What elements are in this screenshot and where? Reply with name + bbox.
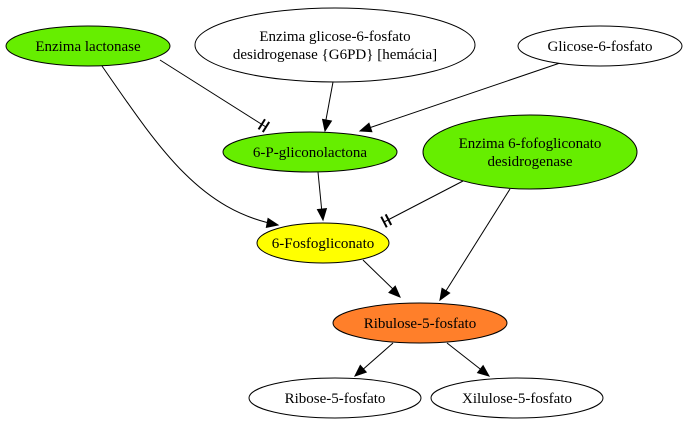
edge-enzima6pgd-to-fosfogliconato	[380, 180, 464, 228]
node-label: desidrogenase	[488, 154, 573, 170]
inhibition-bar	[257, 118, 266, 130]
edge-ribulose-to-ribose	[354, 342, 394, 377]
node-label: 6-Fosfogliconato	[272, 236, 375, 252]
node-ribose: Ribose-5-fosfato	[248, 377, 422, 419]
node-ellipse	[194, 7, 476, 83]
node-glicose6f: Glicose-6-fosfato	[517, 25, 683, 67]
nodes-layer: Enzima lactonase Enzima glicose-6-fosfato…	[5, 7, 683, 419]
edge-lactonase-to-fosfogliconato	[101, 65, 280, 228]
edge-line	[317, 171, 323, 214]
edges-layer	[101, 59, 561, 377]
inhibition-bar	[261, 121, 271, 133]
edge-line	[365, 62, 561, 130]
node-lactonase: Enzima lactonase	[5, 25, 171, 67]
arrowhead	[321, 118, 333, 133]
arrowhead	[316, 208, 328, 222]
node-gliconolactona: 6-P-gliconolactona	[222, 131, 398, 173]
edge-lactonase-to-gliconolactona	[159, 59, 271, 133]
edge-line	[383, 180, 464, 223]
node-ellipse	[248, 377, 422, 419]
arrowhead	[354, 364, 368, 377]
arrowhead	[388, 285, 401, 298]
node-ellipse	[332, 302, 508, 344]
node-ellipse	[222, 131, 398, 173]
edge-line	[324, 81, 334, 126]
arrowhead	[476, 364, 491, 377]
edge-line	[362, 259, 397, 293]
node-enzima6pgd: Enzima 6-fofogliconato desidrogenase	[422, 114, 638, 190]
node-ellipse	[5, 25, 171, 67]
edge-gliconolactona-to-fosfogliconato	[316, 171, 328, 222]
edge-glicose6f-to-gliconolactona	[358, 62, 561, 133]
node-label: desidrogenase {G6PD} [hemácia]	[233, 47, 437, 63]
node-ellipse	[430, 377, 604, 419]
edge-line	[446, 342, 485, 373]
edge-line	[359, 342, 394, 373]
node-ellipse	[256, 222, 390, 264]
edge-line	[443, 188, 511, 295]
edge-g6pd-to-gliconolactona	[321, 81, 334, 133]
edge-enzima6pgd-to-ribulose	[439, 188, 511, 302]
node-label: Ribulose-5-fosfato	[364, 316, 476, 332]
node-label: 6-P-gliconolactona	[253, 145, 367, 161]
arrowhead	[358, 122, 373, 133]
node-ribulose: Ribulose-5-fosfato	[332, 302, 508, 344]
node-xilulose: Xilulose-5-fosfato	[430, 377, 604, 419]
node-label: Enzima glicose-6-fosfato	[259, 29, 410, 45]
node-label: Enzima 6-fofogliconato	[459, 136, 602, 152]
node-ellipse	[422, 114, 638, 190]
arrowhead	[439, 287, 451, 302]
node-g6pd: Enzima glicose-6-fosfato desidrogenase {G…	[194, 7, 476, 83]
node-ellipse	[517, 25, 683, 67]
edge-line	[101, 65, 279, 226]
node-label: Glicose-6-fosfato	[548, 39, 653, 55]
inhibition-bar	[380, 216, 388, 228]
edge-ribulose-to-xilulose	[446, 342, 491, 377]
arrowhead	[265, 217, 280, 228]
inhibition-bar	[384, 213, 393, 226]
node-label: Enzima lactonase	[35, 39, 141, 55]
edge-fosfogliconato-to-ribulose	[362, 259, 401, 298]
edge-line	[159, 59, 267, 128]
node-label: Ribose-5-fosfato	[285, 391, 386, 407]
node-label: Xilulose-5-fosfato	[462, 391, 572, 407]
node-fosfogliconato: 6-Fosfogliconato	[256, 222, 390, 264]
